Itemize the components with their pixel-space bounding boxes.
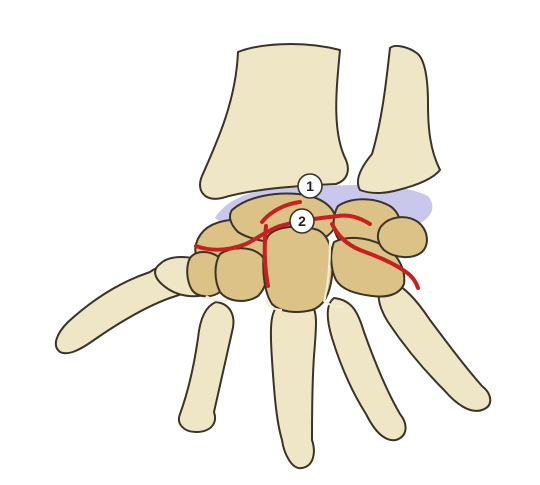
capitate-bone <box>263 227 332 312</box>
radius-bone <box>200 44 348 199</box>
ulna-bone <box>358 46 440 193</box>
index-finger-bones <box>179 302 233 432</box>
marker-2: 2 <box>290 209 314 233</box>
marker-1-label: 1 <box>306 178 314 194</box>
marker-1: 1 <box>298 174 322 198</box>
trapezoid-bone <box>216 248 267 301</box>
middle-finger-bones <box>271 302 316 469</box>
pisiform-bone <box>378 217 427 257</box>
little-finger-bones <box>379 282 491 411</box>
marker-2-label: 2 <box>298 213 306 229</box>
